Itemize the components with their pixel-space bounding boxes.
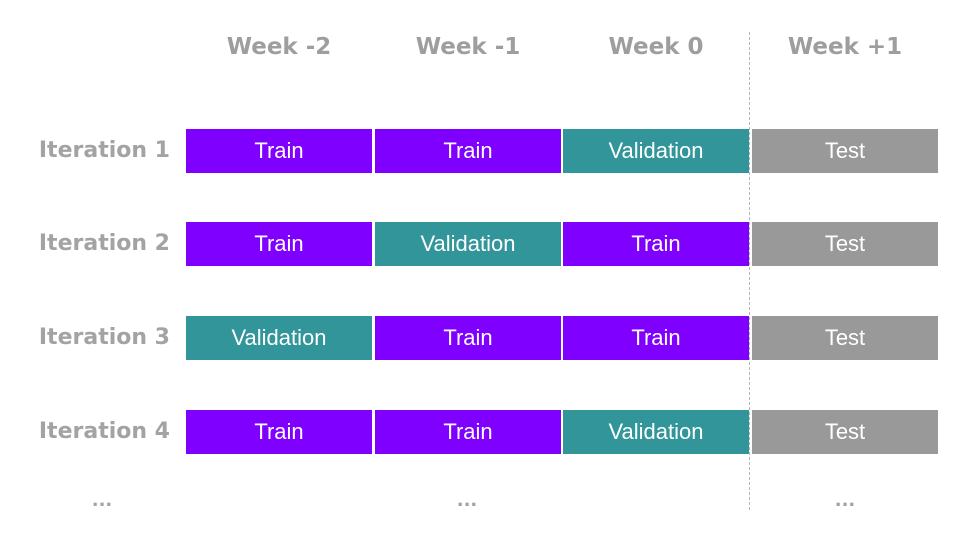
cell-iter1-week-plus-1: Test [752, 129, 938, 173]
iteration-label-3: Iteration 3 [38, 325, 170, 350]
cell-iter3-week-minus-2: Validation [186, 316, 372, 360]
week-header-minus-2: Week -2 [226, 34, 332, 60]
cell-iter2-week-plus-1: Test [752, 222, 938, 266]
cell-iter2-week-minus-1: Validation [375, 222, 561, 266]
ellipsis-iterations: ... [91, 490, 113, 511]
week-header-0: Week 0 [608, 34, 704, 60]
iteration-label-1: Iteration 1 [38, 138, 170, 163]
iteration-label-4: Iteration 4 [38, 419, 170, 444]
cell-iter3-week-plus-1: Test [752, 316, 938, 360]
cell-iter4-week-minus-1: Train [375, 410, 561, 454]
iteration-label-2: Iteration 2 [38, 231, 170, 256]
cell-iter4-week-minus-2: Train [186, 410, 372, 454]
ellipsis-test: ... [834, 490, 856, 511]
cell-iter3-week-0: Train [563, 316, 749, 360]
cell-iter1-week-minus-2: Train [186, 129, 372, 173]
ellipsis-middle: ... [456, 490, 478, 511]
cell-iter4-week-0: Validation [563, 410, 749, 454]
cell-iter4-week-plus-1: Test [752, 410, 938, 454]
cell-iter2-week-minus-2: Train [186, 222, 372, 266]
cell-iter2-week-0: Train [563, 222, 749, 266]
test-period-divider [749, 32, 750, 510]
cell-iter3-week-minus-1: Train [375, 316, 561, 360]
week-header-plus-1: Week +1 [787, 34, 903, 60]
cell-iter1-week-minus-1: Train [375, 129, 561, 173]
cell-iter1-week-0: Validation [563, 129, 749, 173]
week-header-minus-1: Week -1 [415, 34, 521, 60]
